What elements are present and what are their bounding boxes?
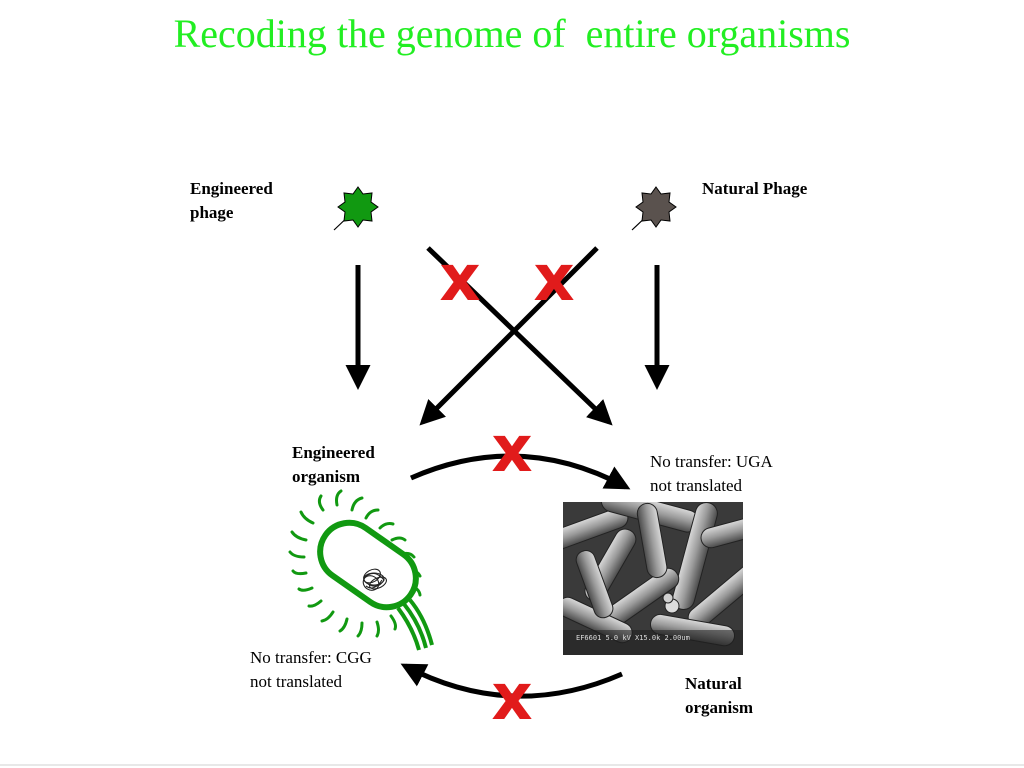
micrograph-scale-text: EF6601 5.0 kV X15.0k 2.00um bbox=[576, 634, 690, 642]
arrow-engineered-organism-to-natural-organism bbox=[409, 453, 631, 490]
slide-title: Recoding the genome of entire organisms bbox=[173, 11, 851, 56]
label-no-transfer-uga: No transfer: UGA not translated bbox=[650, 452, 773, 495]
label-engineered-organism: Engineered organism bbox=[292, 443, 375, 486]
label-natural-organism: Natural organism bbox=[685, 674, 753, 717]
blocked-x-mark: x bbox=[533, 242, 574, 316]
blocked-x-mark: x bbox=[491, 413, 532, 487]
arrow-engineered-phage-to-natural-organism bbox=[426, 246, 613, 426]
label-engineered-phage: Engineered phage bbox=[190, 179, 273, 222]
engineered-phage-icon bbox=[333, 186, 379, 231]
blocked-x-mark: x bbox=[439, 242, 480, 316]
bacterium-icon bbox=[288, 489, 434, 651]
label-no-transfer-cgg: No transfer: CGG not translated bbox=[250, 648, 372, 691]
blocked-x-mark: x bbox=[491, 661, 532, 735]
micrograph-image: EF6601 5.0 kV X15.0k 2.00um bbox=[563, 502, 743, 655]
label-natural-phage: Natural Phage bbox=[702, 179, 808, 198]
natural-phage-icon bbox=[631, 186, 677, 231]
arrow-natural-phage-to-engineered-organism bbox=[419, 246, 599, 426]
bottom-rule bbox=[0, 764, 1024, 766]
arrow-natural-organism-to-engineered-organism bbox=[400, 663, 623, 699]
